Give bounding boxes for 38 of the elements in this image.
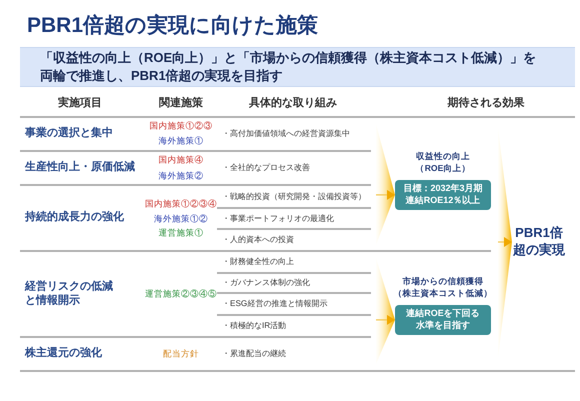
arrow (498, 237, 512, 247)
action-item: ・事業ポートフォリオの最適化 (222, 213, 334, 224)
action-item: ・財務健全性の向上 (222, 256, 294, 268)
measure-reference: 海外施策② (158, 170, 204, 182)
row-heading: 生産性向上・原価低減 (25, 161, 135, 175)
row-heading: 株主還元の強化 (25, 347, 102, 361)
action-item: ・ESG経営の推進と情報開示 (222, 298, 328, 310)
measure-reference: 配当方針 (163, 348, 199, 360)
effect-heading: 市場からの信頼獲得（株主資本コスト低減） (394, 276, 492, 300)
action-item: ・ガバナンス体制の強化 (222, 278, 310, 288)
action-item: ・人的資本への投資 (222, 234, 294, 246)
summary-banner: 「収益性の向上（ROE向上）」と「市場からの信頼獲得（株主資本コスト低減）」を両輪で推進し、PBR1倍超の実現を目指す (20, 47, 575, 87)
measure-reference: 運営施策②③④⑤ (145, 288, 217, 300)
measure-reference: 海外施策①② (154, 213, 208, 224)
action-item: ・積極的なIR活動 (222, 320, 286, 332)
measure-reference: 国内施策①②③ (150, 120, 212, 132)
action-item: ・全社的なプロセス改善 (222, 162, 310, 174)
highlight-panel: 目標：2032年3月期連結ROE12％以上 (395, 180, 491, 210)
measure-reference: 国内施策①②③④ (145, 198, 217, 210)
effect-heading: 収益性の向上（ROE向上） (414, 151, 472, 174)
column-header: 期待される効果 (448, 97, 524, 111)
column-header: 具体的な取り組み (249, 97, 337, 111)
action-item: ・累進配当の継続 (222, 348, 286, 360)
page-title: PBR1倍超の実現に向けた施策 (27, 13, 318, 39)
measure-reference: 海外施策① (158, 136, 204, 146)
arrow (376, 314, 395, 325)
measure-reference: 国内施策④ (158, 154, 204, 166)
measure-reference: 運営施策① (158, 228, 204, 238)
row-heading: 持続的成長力の強化 (25, 211, 124, 225)
column-header: 関連施策 (159, 97, 203, 111)
row-heading: 事業の選択と集中 (25, 127, 113, 141)
row-heading: 経営リスクの低減と情報開示 (25, 280, 114, 308)
highlight-panel: 連結ROEを下回る水準を目指す (395, 305, 491, 335)
arrow (376, 190, 395, 200)
goal-text: PBR1倍超の実現 (512, 225, 566, 259)
column-header: 実施項目 (58, 97, 102, 111)
action-item: ・戦略的投資（研究開発・設備投資等） (222, 191, 366, 202)
action-item: ・高付加価値領域への経営資源集中 (222, 128, 350, 140)
